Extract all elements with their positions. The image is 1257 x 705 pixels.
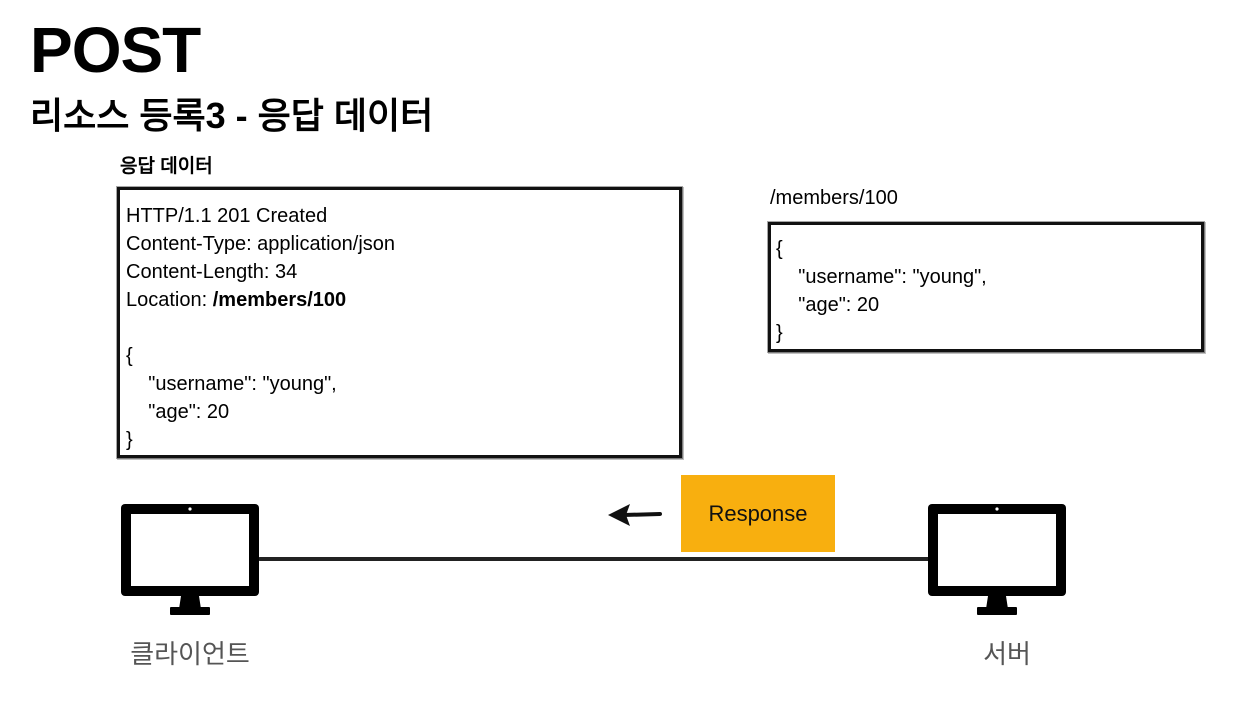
response-button[interactable]: Response xyxy=(681,475,835,552)
page-title: POST xyxy=(30,14,201,86)
server-monitor-icon xyxy=(928,504,1066,615)
resource-box: { "username": "young", "age": 20 } xyxy=(768,222,1204,352)
location-header-value: /members/100 xyxy=(212,289,347,311)
resource-body-line: } xyxy=(776,322,783,344)
blank-line xyxy=(126,314,679,342)
resource-body-line: { xyxy=(776,238,783,260)
client-monitor-icon xyxy=(121,504,259,615)
response-data-label: 응답 데이터 xyxy=(120,156,213,177)
resource-body-line: "age": 20 xyxy=(776,294,880,316)
body-line: "username": "young", xyxy=(126,373,337,395)
server-label: 서버 xyxy=(983,639,1031,669)
location-header-key: Location: xyxy=(126,289,213,311)
client-label: 클라이언트 xyxy=(130,639,250,669)
body-line: } xyxy=(126,429,133,451)
response-message-box: HTTP/1.1 201 Created Content-Type: appli… xyxy=(117,187,682,458)
page-subtitle: 리소스 등록3 - 응답 데이터 xyxy=(30,95,434,136)
connection-line xyxy=(258,557,930,561)
body-line: "age": 20 xyxy=(126,401,230,423)
resource-body-line: "username": "young", xyxy=(776,266,987,288)
body-line: { xyxy=(126,345,133,367)
content-type-header: Content-Type: application/json xyxy=(126,233,396,255)
status-line: HTTP/1.1 201 Created xyxy=(126,205,328,227)
location-header: Location: /members/100 xyxy=(126,286,679,314)
left-arrow-icon xyxy=(608,504,662,526)
content-length-header: Content-Length: 34 xyxy=(126,261,298,283)
resource-path-label: /members/100 xyxy=(770,187,898,209)
